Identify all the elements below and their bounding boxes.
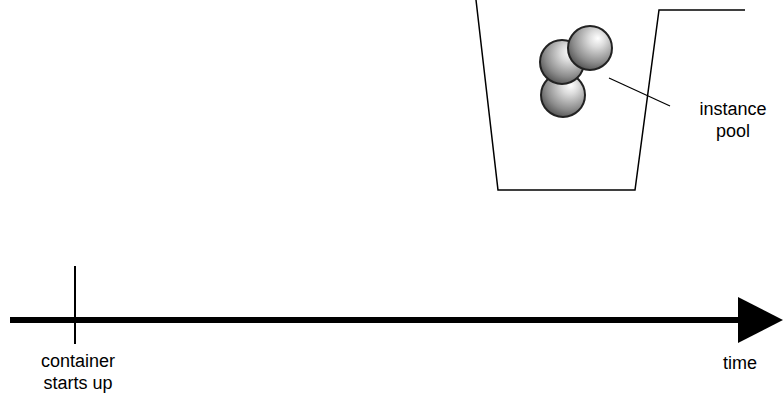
timeline-arrowhead [738,297,783,343]
leader-line [609,78,670,106]
event-label: container starts up [26,350,130,394]
instance-ball [568,26,612,70]
pool-label: instance pool [688,98,778,142]
bucket [476,0,745,190]
timeline-axis [10,317,742,323]
axis-label: time [710,352,770,374]
bucket-outline [476,0,745,190]
instance-balls [540,26,612,117]
start-tick [74,266,76,344]
